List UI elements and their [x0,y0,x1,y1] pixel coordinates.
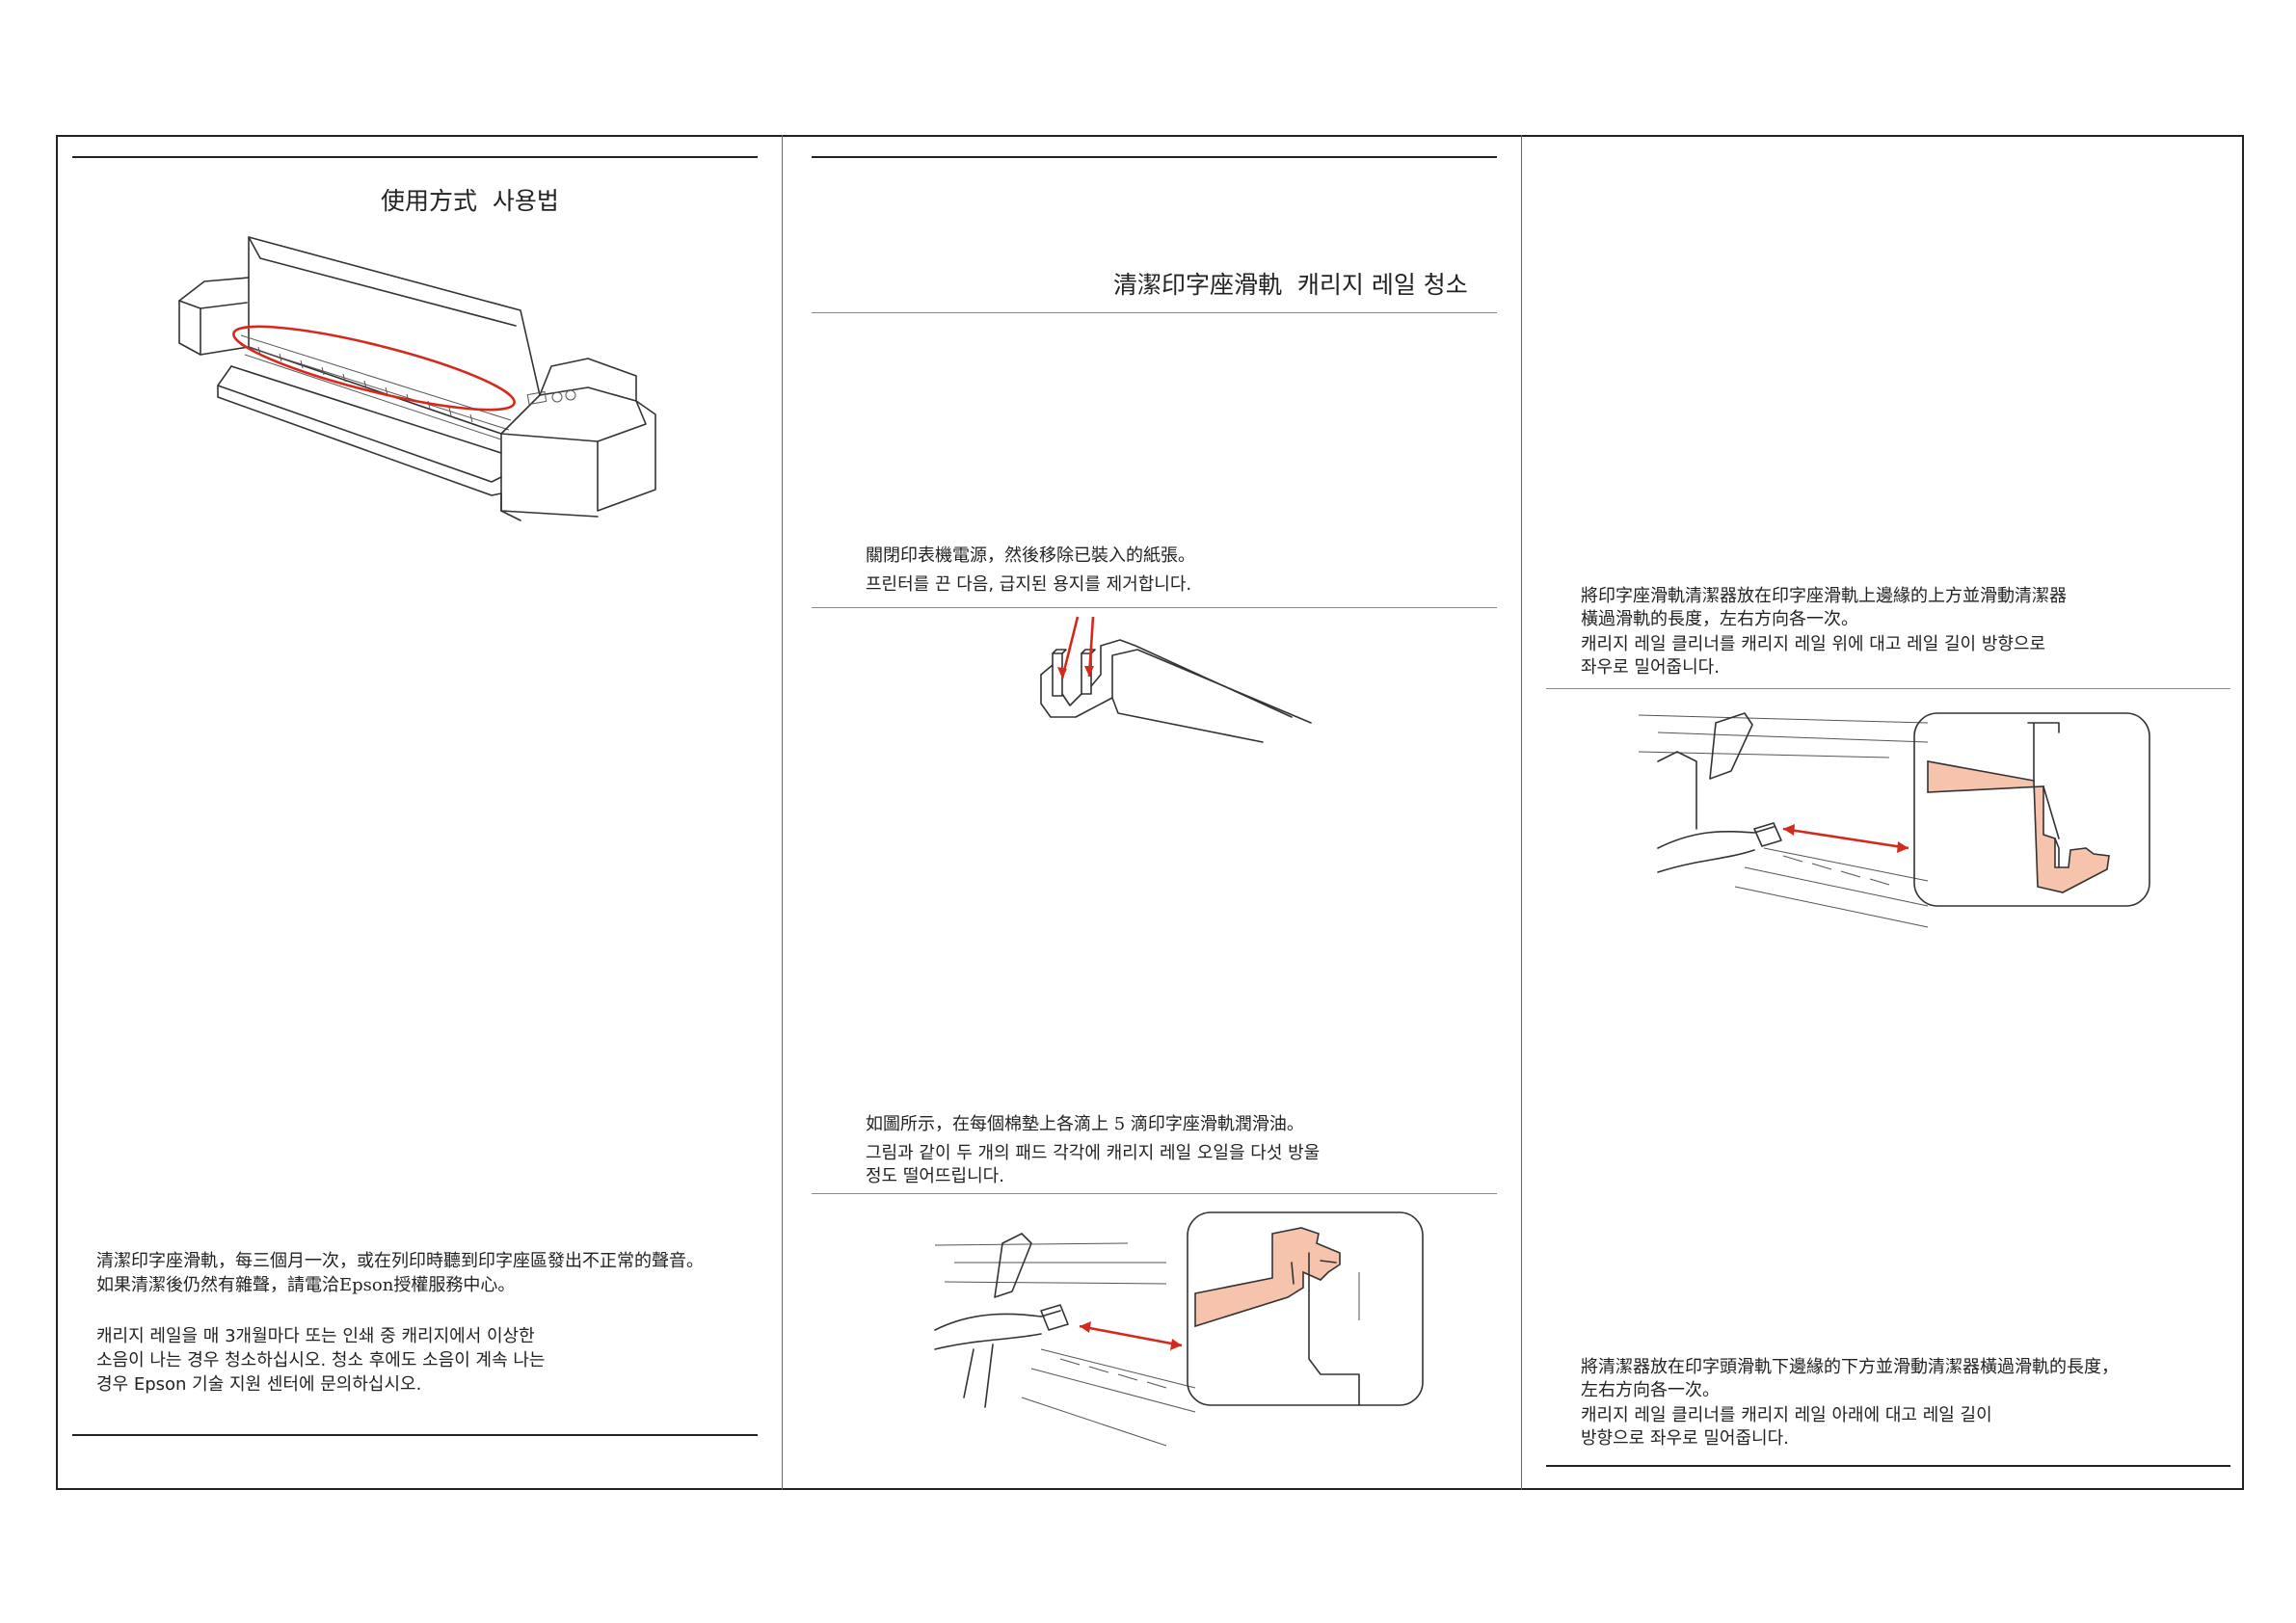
col1-bottom-rule [72,1434,758,1436]
step4-ko-line2: 방향으로 좌우로 밀어줍니다. [1581,1428,1789,1449]
step3-rule [1546,688,2230,689]
rail-cleaning-illustration-2 [1638,712,2150,928]
col1-top-rule [72,156,758,158]
step4-zh-line2: 左右方向各一次。 [1581,1380,1720,1400]
col1-note-ko-line2: 소음이 나는 경우 청소하십시오. 청소 후에도 소음이 계속 나는 [96,1350,546,1370]
cleaner-pad-illustration [1040,616,1312,743]
printer-illustration [178,236,656,521]
step2-rule [812,1193,1497,1194]
col1-title: 使用方式 사용법 [381,187,559,215]
column-divider-2 [1521,135,1522,1490]
step1-rule [812,607,1497,608]
step2-ko-line2: 정도 떨어뜨립니다. [866,1166,1004,1186]
step3-ko-line2: 좌우로 밀어줍니다. [1581,657,1720,678]
step1-zh: 關閉印表機電源，然後移除已裝入的紙張。 [866,545,1195,566]
step2-zh: 如圖所示，在每個棉墊上各滴上 5 滴印字座滑軌潤滑油。 [866,1114,1304,1134]
col1-note-zh-line1: 清潔印字座滑軌，每三個月一次，或在列印時聽到印字座區發出不正常的聲音。 [96,1251,704,1271]
col1-note-ko-line3: 경우 Epson 기술 지원 센터에 문의하십시오. [96,1374,422,1395]
rail-cleaning-illustration-1 [934,1211,1424,1447]
col1-note-zh-line2: 如果清潔後仍然有雜聲，請電洽Epson授權服務中心。 [96,1275,516,1295]
step4-zh-line1: 將清潔器放在印字頭滑軌下邊緣的下方並滑動清潔器橫過滑軌的長度， [1581,1357,2119,1377]
page-frame [56,135,2244,1490]
step3-ko-line1: 캐리지 레일 클리너를 캐리지 레일 위에 대고 레일 길이 방향으로 [1581,634,2046,654]
step2-ko-line1: 그림과 같이 두 개의 패드 각각에 캐리지 레일 오일을 다섯 방울 [866,1143,1321,1163]
step3-zh-line1: 將印字座滑軌清潔器放在印字座滑軌上邊緣的上方並滑動清潔器 [1581,586,2067,606]
col1-note-ko-line1: 캐리지 레일을 매 3개월마다 또는 인쇄 중 캐리지에서 이상한 [96,1326,535,1346]
col2-title: 清潔印字座滑軌 캐리지 레일 청소 [1113,271,1468,299]
step3-zh-line2: 橫過滑軌的長度，左右方向各一次。 [1581,609,1858,629]
col2-top-rule [812,156,1497,158]
col3-bottom-rule [1546,1465,2230,1467]
step4-ko-line1: 캐리지 레일 클리너를 캐리지 레일 아래에 대고 레일 길이 [1581,1405,1992,1425]
step1-ko: 프린터를 끈 다음, 급지된 용지를 제거합니다. [866,574,1192,595]
col2-title-rule [812,312,1497,313]
column-divider-1 [782,135,783,1490]
